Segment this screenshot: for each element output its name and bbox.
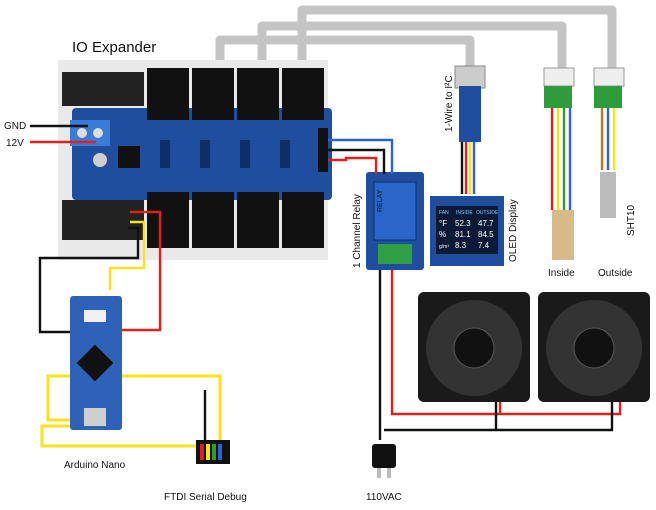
gnd-label: GND xyxy=(4,121,26,132)
oled-row2-outside: 7.4 xyxy=(478,241,490,250)
sensor-connectors xyxy=(543,67,625,108)
plug-label: 110VAC xyxy=(366,492,402,503)
relay-board-text: RELAY xyxy=(377,189,384,212)
oled-row1-unit: % xyxy=(439,230,446,239)
oled-header-fan: FAN xyxy=(439,210,449,216)
i2c-label: 1-Wire to I²C xyxy=(444,75,455,132)
io-expander-board xyxy=(58,60,332,260)
signal-wires xyxy=(328,138,476,194)
oled-row0-unit: °F xyxy=(439,219,447,228)
oled-row0-outside: 47.7 xyxy=(478,219,494,228)
sht10-sensor xyxy=(600,172,616,218)
power-wires xyxy=(30,124,96,144)
sht10-label: SHT10 xyxy=(626,204,637,236)
v12-label: 12V xyxy=(6,138,24,149)
ftdi-label: FTDI Serial Debug xyxy=(164,492,247,503)
fan-right xyxy=(538,292,650,402)
oled-row1-outside: 84.5 xyxy=(478,230,494,239)
ftdi-header xyxy=(196,440,230,464)
relay-label: 1 Channel Relay xyxy=(352,194,363,268)
oled-header-outside: OUTSIDE xyxy=(476,210,499,216)
power-plug xyxy=(372,444,396,478)
io-expander-title: IO Expander xyxy=(72,39,156,56)
arduino-nano xyxy=(70,296,122,430)
oled-row1-inside: 81.1 xyxy=(455,230,471,239)
oled-label: OLED Display xyxy=(508,199,519,262)
oled-screen: FAN INSIDE OUTSIDE °F 52.3 47.7 % 81.1 8… xyxy=(439,210,499,250)
relay-module: RELAY xyxy=(366,172,424,270)
arduino-wires xyxy=(38,210,222,448)
oled-row2-unit: g/m³ xyxy=(439,244,449,250)
inside-sensor xyxy=(552,210,574,260)
oled-header-inside: INSIDE xyxy=(456,210,473,216)
oled-row0-inside: 52.3 xyxy=(455,219,471,228)
oled-display xyxy=(430,196,504,266)
oled-row2-inside: 8.3 xyxy=(455,241,467,250)
outside-label: Outside xyxy=(598,268,633,279)
i2c-module xyxy=(454,65,486,142)
sensor-wires xyxy=(550,108,616,210)
arduino-label: Arduino Nano xyxy=(64,460,126,471)
gray-cables xyxy=(215,5,617,68)
inside-label: Inside xyxy=(548,268,575,279)
fan-left xyxy=(418,292,530,402)
